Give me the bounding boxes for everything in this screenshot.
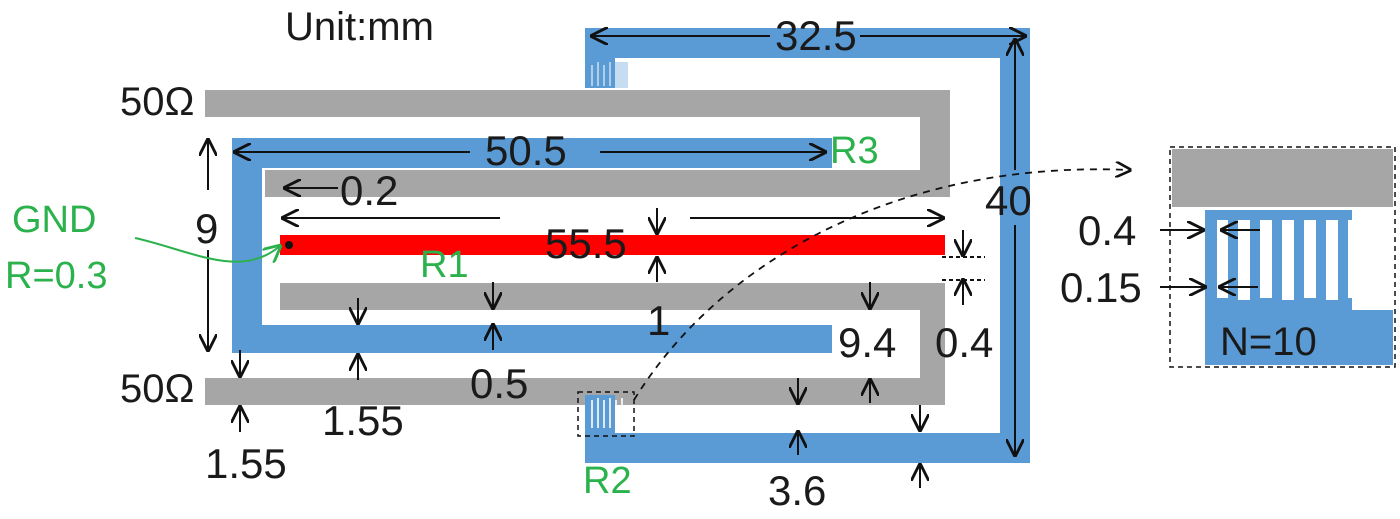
blue-resonators <box>232 28 1030 463</box>
dim-1-55-lower: 1.55 <box>205 440 287 487</box>
zoom-box <box>577 391 635 437</box>
gnd-label: GND <box>12 199 96 241</box>
dim-50-5: 50.5 <box>485 127 567 174</box>
port-top-label: 50Ω <box>120 80 194 124</box>
r3-label: R3 <box>830 130 879 172</box>
dim-1-55-upper: 1.55 <box>322 397 404 444</box>
dim-0-4: 0.4 <box>935 319 993 366</box>
unit-label: Unit:mm <box>285 5 434 49</box>
interdigital-bottom <box>591 398 623 428</box>
dim-9: 9 <box>195 205 218 252</box>
inset-dim-0-4: 0.4 <box>1078 207 1136 254</box>
inset-dim-0-15: 0.15 <box>1060 264 1142 311</box>
inset-detail <box>1169 146 1396 368</box>
r2-label: R2 <box>583 460 632 502</box>
port-bottom-label: 50Ω <box>120 367 194 411</box>
dim-32-5: 32.5 <box>775 12 857 59</box>
dim-3-6: 3.6 <box>768 467 826 514</box>
r1-label: R1 <box>420 244 469 286</box>
interdigital-top <box>591 62 623 86</box>
gnd-pointer <box>134 237 280 262</box>
dim-1: 1 <box>647 297 670 344</box>
dim-55-5: 55.5 <box>545 220 627 267</box>
dim-9-4: 9.4 <box>838 319 896 366</box>
inset-count-label: N=10 <box>1220 320 1317 364</box>
gnd-via <box>285 241 293 249</box>
gray-microstrip <box>205 90 950 405</box>
dimension-arrows <box>208 36 1260 488</box>
gnd-radius-label: R=0.3 <box>5 255 107 297</box>
dim-0-5: 0.5 <box>470 360 528 407</box>
dim-0-2: 0.2 <box>340 167 398 214</box>
zoom-pointer <box>633 169 1130 401</box>
r1-red-strip <box>280 235 945 255</box>
dim-40: 40 <box>985 177 1032 224</box>
